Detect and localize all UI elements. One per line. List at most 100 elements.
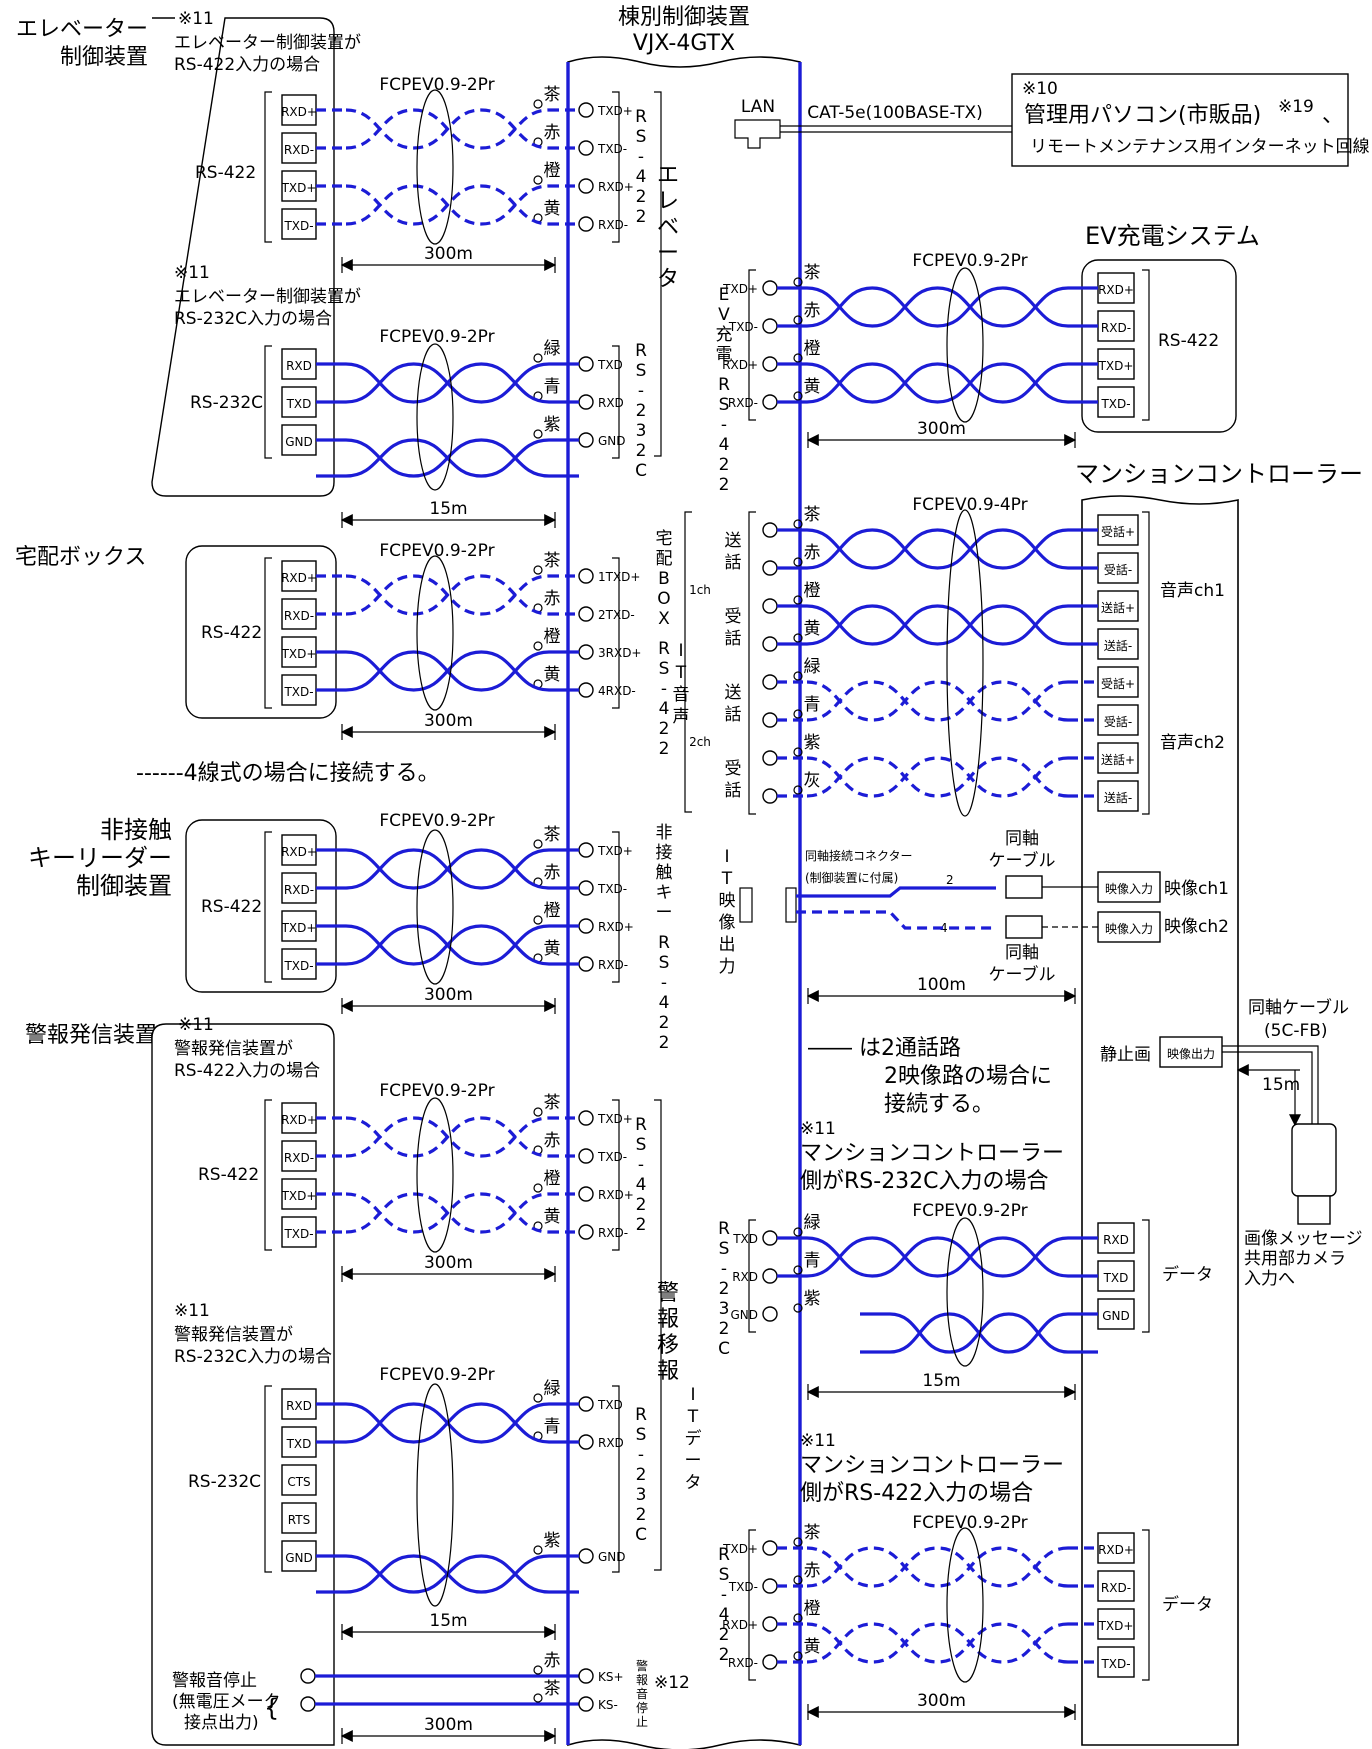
elev232-portname-char: タ: [657, 267, 679, 292]
alarm422-c2-color: 橙: [544, 1169, 561, 1189]
voice-ch1-label: 音声ch1: [1160, 581, 1225, 601]
elev232-port232-char: 2: [636, 401, 647, 421]
man422-pin-3: TXD-: [1100, 1657, 1130, 1671]
alarm422-ctrl-3-label: RXD-: [598, 1226, 628, 1240]
man232-port-char: 2: [719, 1279, 730, 1299]
box422-c3-color: 黄: [544, 665, 561, 685]
elev422-shield: [416, 89, 454, 245]
data-port-char: ー: [685, 1451, 702, 1471]
alarm232-port232-char: -: [638, 1445, 644, 1465]
voice-c5-tap: [793, 709, 803, 719]
reader422-c1-color: 赤: [544, 863, 561, 883]
coax-cable-label: 同軸ケーブル: [1248, 997, 1349, 1018]
man232-port-char: 2: [719, 1319, 730, 1339]
video-coax-l4: ケーブル: [989, 964, 1056, 985]
man422-c1-color: 赤: [804, 1561, 821, 1581]
ev422-c0-tap: [793, 277, 803, 287]
voice-c6-color: 紫: [804, 733, 821, 753]
pc-note-ref: ※10: [1022, 79, 1058, 99]
alarm422-c3-color: 黄: [544, 1207, 561, 1227]
voice-pin-0: 受話+: [1101, 524, 1135, 539]
elev422-ctrl-bracket: [612, 91, 620, 243]
man232-port-char: C: [718, 1339, 730, 1359]
man422-c2-tap: [793, 1613, 803, 1623]
controller-model: VJX-4GTX: [633, 31, 735, 56]
voice-send1-char: 話: [725, 553, 742, 573]
camera-label-3: 入力へ: [1244, 1269, 1295, 1289]
ev422-pair2-wire-a: [806, 362, 1069, 404]
elev422-ctrl-1-terminal: [578, 140, 594, 156]
man232-port: RS-232C: [718, 1219, 730, 1359]
voice-c4-tap: [793, 671, 803, 681]
man422-cable: FCPEV0.9-2Pr: [912, 1513, 1027, 1533]
alarm232-port232-char: 3: [636, 1485, 647, 1505]
box422-ctrl-1-terminal: [578, 606, 594, 622]
voice-pin-6: 送話+: [1101, 752, 1135, 767]
elev422-pair0-wire-b: [345, 108, 550, 150]
reader-name-3: 制御装置: [76, 872, 172, 900]
voice-ctrl-4-terminal: [762, 674, 778, 690]
alarm422-c0-color: 茶: [544, 1093, 561, 1113]
box-port-char: O: [657, 589, 670, 609]
reader422-ctrl-3-label: RXD-: [598, 958, 628, 972]
box-port-char: X: [658, 609, 670, 629]
voice-c0-color: 茶: [804, 505, 821, 525]
man422-ctrl-0-label: TXD+: [722, 1542, 758, 1556]
reader422-c2-color: 橙: [544, 901, 561, 921]
still-vout-box: [1159, 1036, 1223, 1068]
man422-port-char: R: [718, 1545, 730, 1565]
man232-port-char: -: [721, 1259, 727, 1279]
box422-ctrl-3-label: 4RXD-: [598, 684, 636, 698]
man232-c1-tap: [793, 1265, 803, 1275]
video-vin2-box: [1097, 911, 1161, 943]
mansion-ref-422: ※11: [800, 1431, 836, 1451]
alarm232-c1-color: 青: [544, 1417, 561, 1437]
controller-title: 棟別制御装置: [618, 5, 750, 30]
alarm-name: 警報発信装置: [25, 1023, 157, 1048]
ev-port-char: V: [718, 305, 730, 325]
man422-pin-2-box: [1097, 1608, 1135, 1640]
voice-ctrl-6-terminal: [762, 750, 778, 766]
ev422-ctrl-0-terminal: [762, 280, 778, 296]
pc-ref: ※19: [1278, 97, 1314, 117]
man422-pin-3-box: [1097, 1646, 1135, 1678]
man232-ctrl-bracket: [748, 1219, 756, 1333]
camera-icon: [1291, 1123, 1337, 1197]
box422-ctrl-3-terminal: [578, 682, 594, 698]
controller-unit: 棟別制御装置 VJX-4GTX: [566, 5, 802, 1749]
video-port-char: 出: [719, 935, 736, 955]
pc-label: 管理用パソコン(市販品): [1024, 103, 1261, 128]
alarm232-pin-rxd: RXD: [286, 1399, 312, 1413]
elev232-dev-bracket: [264, 345, 272, 459]
voice-ctrl-7-terminal: [762, 788, 778, 804]
alarm232-port232-char: S: [636, 1425, 647, 1445]
mansion-case422-2: 側がRS-422入力の場合: [800, 1481, 1033, 1506]
voice-pin-6-box: [1097, 742, 1139, 774]
voice-shield: [946, 509, 984, 817]
man422-port-char: 2: [719, 1645, 730, 1665]
reader422-pin-3: TXD-: [283, 959, 313, 973]
alarm232-portname-bracket: [654, 1099, 662, 1571]
elevator-case422-1: エレベーター制御装置が: [174, 33, 361, 53]
pc-sep: 、: [1322, 103, 1344, 128]
reader422-pin-0: RXD+: [281, 845, 317, 859]
voice-send1-char: 送: [725, 531, 742, 551]
reader422-pin-1: RXD-: [284, 883, 314, 897]
elev422-ctrl-3-label: RXD-: [598, 218, 628, 232]
alarm232-port422-char: R: [635, 1115, 647, 1135]
alarm-case422-2: RS-422入力の場合: [174, 1061, 320, 1081]
man232-c0-color: 緑: [804, 1213, 821, 1233]
alarmstop-ctrl-1-terminal: [578, 1696, 594, 1712]
box-port-char: S: [659, 659, 670, 679]
alarm232-port232-char: C: [635, 1525, 647, 1545]
box-port-char: R: [658, 639, 670, 659]
elev232-portname-char: ベ: [657, 215, 679, 240]
ev422-c3-tap: [793, 391, 803, 401]
man422-port-char: 4: [719, 1605, 730, 1625]
man422-ctrl-2-terminal: [762, 1616, 778, 1632]
elev422-c3-color: 黄: [544, 199, 561, 219]
note-2ch-3: 接続する。: [884, 1092, 994, 1117]
